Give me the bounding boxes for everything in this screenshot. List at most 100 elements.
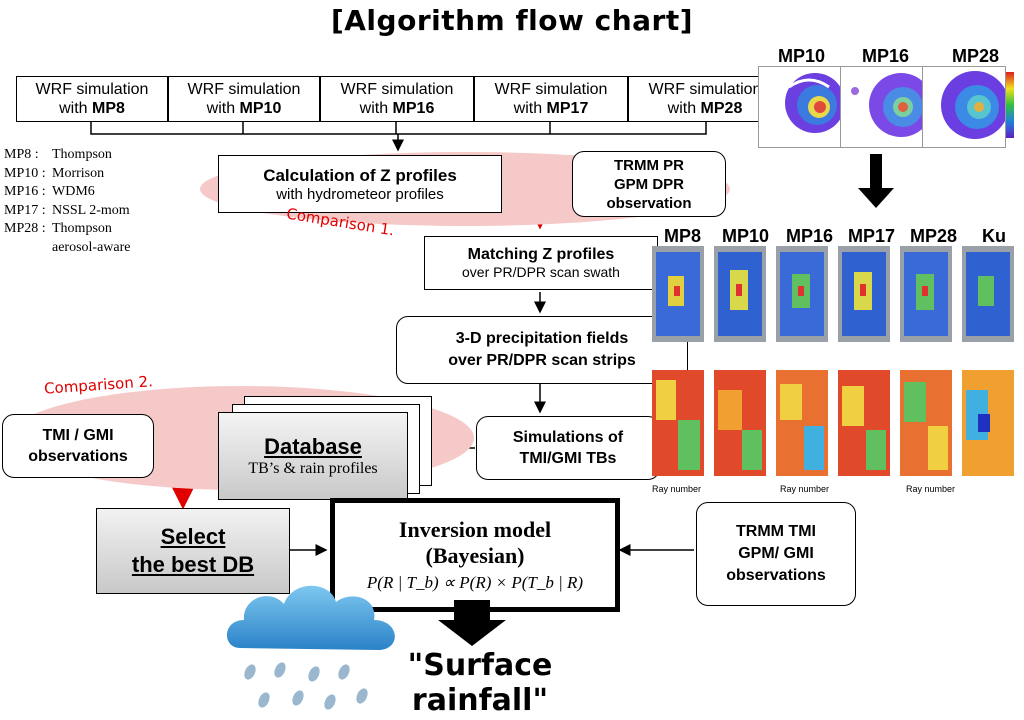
select-line1: Select [160, 524, 226, 549]
z-profiles-title: Calculation of Z profiles [263, 165, 457, 185]
wrf-with: with [59, 100, 92, 117]
down-arrow-icon [858, 154, 894, 208]
bayes-formula: P(R | T_b) ∝ P(R) × P(T_b | R) [366, 573, 584, 592]
wrf-box-label: WRF simulation [187, 81, 301, 98]
observation-line: observation [606, 194, 692, 212]
mid-panel-label: MP16 [786, 226, 834, 246]
database-subtitle: TB’s & rain profiles [248, 460, 378, 477]
typhoon-panel-mp16 [840, 66, 924, 148]
legend-key: MP16 : [4, 184, 46, 199]
rain-cloud-icon [226, 585, 395, 710]
wrf-scheme: MP28 [700, 100, 743, 117]
wrf-box-label: WRF simulation [340, 81, 454, 98]
mid-panel-label: MP28 [910, 226, 958, 246]
strip-mp28 [900, 246, 952, 342]
trmm-pr-observation-box: TRMM PR GPM DPR observation [572, 151, 726, 217]
z-profiles-box: Calculation of Z profiles with hydromete… [218, 155, 502, 213]
precip-fields-box: 3-D precipitation fields over PR/DPR sca… [396, 316, 688, 384]
z-profile-strips [652, 246, 1014, 342]
tmi-obs-line2: observations [28, 448, 128, 465]
inversion-subtitle: (Bayesian) [425, 543, 525, 568]
trmm-tmi-line2: GPM/ GMI [738, 545, 814, 562]
wrf-box-label: WRF simulation [494, 81, 608, 98]
tb-strips [652, 370, 1014, 476]
simulations-line2: TMI/GMI TBs [519, 450, 617, 467]
fields-line1: 3-D precipitation fields [455, 330, 629, 347]
wrf-scheme: MP8 [92, 100, 125, 117]
inversion-title: Inversion model [398, 517, 552, 542]
legend-key: MP17 : [4, 202, 46, 218]
typhoon-panel-mp28 [922, 66, 1006, 148]
strip-mp8 [652, 246, 704, 342]
legend-key: MP10 : [4, 165, 46, 181]
wrf-box-mp28: WRF simulation with MP28 [628, 76, 782, 122]
wrf-scheme: MP16 [392, 100, 435, 117]
strip-mp17 [838, 246, 890, 342]
wrf-box-mp10: WRF simulation with MP10 [168, 76, 320, 122]
wrf-with: with [667, 100, 701, 117]
tb-strip-ku [962, 370, 1014, 476]
legend-value: WDM6 [52, 184, 95, 199]
mid-panel-label: MP10 [722, 226, 770, 246]
surface-rainfall-output: "Surface rainfall" [407, 648, 553, 718]
trmm-tmi-line1: TRMM TMI [736, 523, 816, 540]
wrf-scheme: MP17 [546, 100, 589, 117]
z-profiles-subtitle: with hydrometeor profiles [276, 185, 444, 203]
wrf-box-label: WRF simulation [648, 81, 762, 98]
fields-line2: over PR/DPR scan strips [448, 352, 636, 369]
wrf-with: with [206, 100, 240, 117]
wrf-box-mp16: WRF simulation with MP16 [320, 76, 474, 122]
database-title: Database [264, 434, 362, 459]
database-box: Database TB’s & rain profiles [218, 412, 408, 500]
wrf-with: with [513, 100, 547, 117]
wrf-box-mp17: WRF simulation with MP17 [474, 76, 628, 122]
top-panel-label: MP10 [778, 46, 826, 66]
legend-key [4, 239, 52, 258]
legend-value: Thompson [52, 221, 112, 236]
legend-value: NSSL 2-mom [52, 202, 130, 218]
ray-number-axis-label: Ray number [780, 484, 830, 494]
legend-value: Thompson [52, 147, 112, 162]
tb-strip-mp28 [900, 370, 952, 476]
wrf-with: with [359, 100, 393, 117]
page-title: [Algorithm flow chart] [330, 4, 694, 37]
strip-mp10 [714, 246, 766, 342]
tmi-gmi-observations-box: TMI / GMI observations [2, 414, 154, 478]
wrf-scheme: MP10 [239, 100, 282, 117]
down-arrow-icon [438, 600, 506, 646]
wrf-box-mp8: WRF simulation with MP8 [16, 76, 168, 122]
mid-panel-label: Ku [982, 226, 1006, 246]
select-line2: the best DB [131, 552, 255, 577]
select-best-db-box: Select the best DB [96, 508, 290, 594]
trmm-pr-line: TRMM PR [614, 156, 684, 174]
mp-legend: MP8 :Thompson MP10 :Morrison MP16 :WDM6 … [4, 146, 131, 257]
tb-strip-mp17 [838, 370, 890, 476]
typhoon-panel-mp10 [758, 66, 842, 148]
colorbar [1006, 72, 1014, 138]
legend-key: MP28 : [4, 221, 46, 236]
legend-key: MP8 : [4, 147, 39, 162]
wrf-box-label: WRF simulation [35, 81, 149, 98]
ray-number-axis-label: Ray number [906, 484, 956, 494]
trmm-tmi-line3: observations [726, 567, 826, 584]
matching-title: Matching Z profiles [467, 246, 615, 263]
mid-panel-label: MP17 [848, 226, 896, 246]
simulations-line1: Simulations of [512, 429, 624, 446]
top-panel-label: MP28 [952, 46, 1000, 66]
legend-value: Morrison [52, 165, 105, 181]
tmi-obs-line1: TMI / GMI [42, 427, 114, 444]
simulations-box: Simulations of TMI/GMI TBs [476, 416, 660, 480]
matching-z-box: Matching Z profiles over PR/DPR scan swa… [424, 236, 658, 290]
ray-number-axis-label: Ray number [652, 484, 702, 494]
matching-subtitle: over PR/DPR scan swath [462, 264, 620, 280]
legend-value: aerosol-aware [52, 239, 131, 255]
trmm-tmi-observations-box: TRMM TMI GPM/ GMI observations [696, 502, 856, 606]
tb-strip-mp16 [776, 370, 828, 476]
strip-ku [962, 246, 1014, 342]
gpm-dpr-line: GPM DPR [613, 175, 684, 193]
strip-mp16 [776, 246, 828, 342]
tb-strip-mp10 [714, 370, 766, 476]
tb-strip-mp8 [652, 370, 704, 476]
top-panel-label: MP16 [862, 46, 910, 66]
mid-panel-label: MP8 [664, 226, 702, 246]
